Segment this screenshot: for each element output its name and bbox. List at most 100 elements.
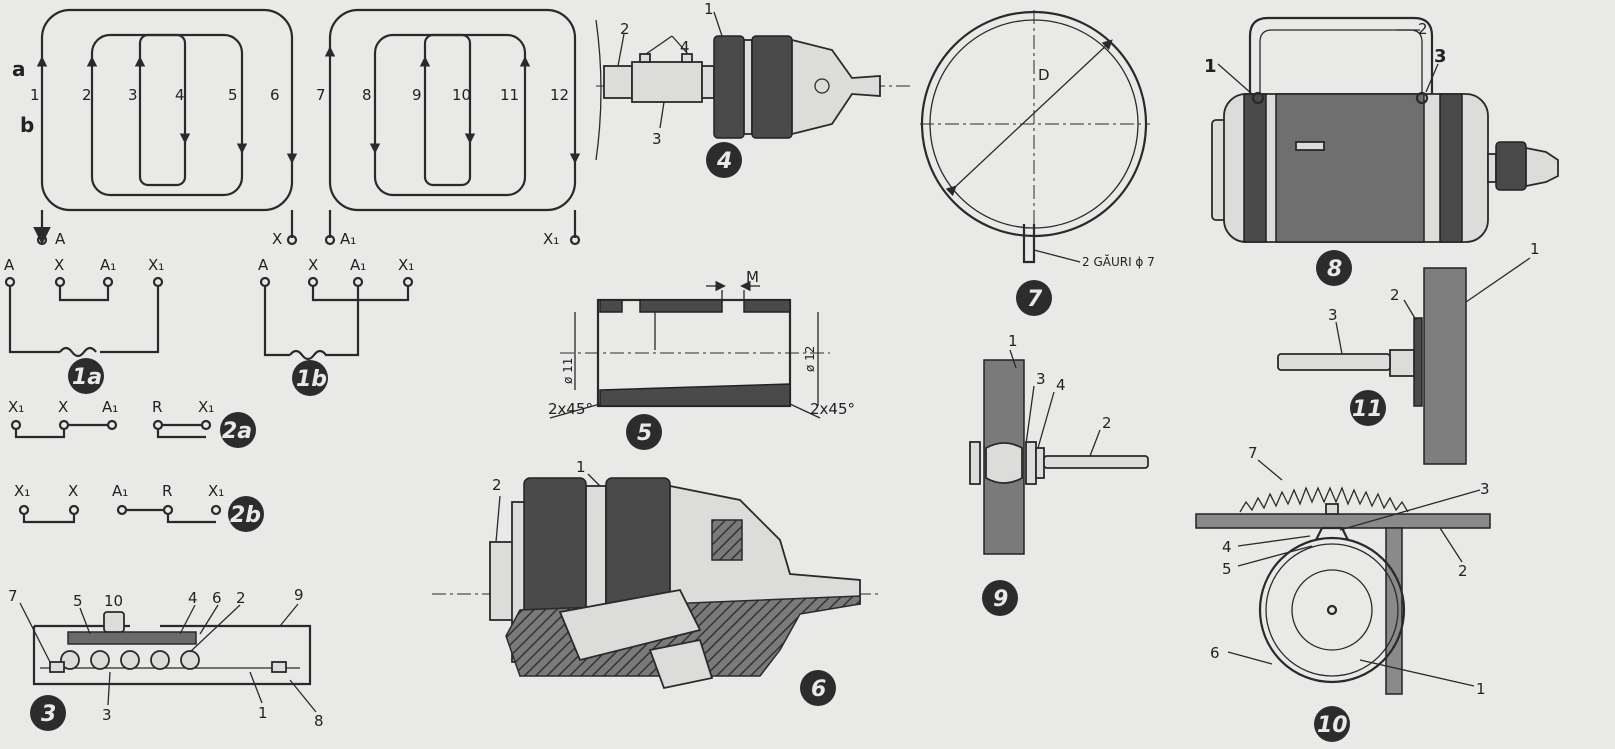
terminal-label-x: X — [54, 256, 64, 274]
figure-badge-7: 7 — [1016, 280, 1052, 316]
terminal-label-a: A — [55, 230, 66, 248]
arbor — [1043, 455, 1149, 469]
part-number: 3 — [1328, 306, 1338, 324]
part-number: 1 — [704, 0, 714, 18]
svg-text:10: 10 — [1317, 713, 1348, 738]
svg-text:2a: 2a — [222, 419, 252, 444]
coil-number: 12 — [550, 86, 569, 104]
terminal-label-a1: A₁ — [350, 256, 366, 274]
fig2a-terminal-scheme: X₁ X A₁ R X₁ 2a — [8, 398, 256, 448]
part-number: 1 — [1008, 332, 1018, 350]
figure-badge-9: 9 — [982, 580, 1018, 616]
part-number: 4 — [680, 38, 690, 56]
part-number: 1 — [576, 458, 586, 476]
terminal-label: X₁ — [8, 398, 24, 416]
coil-number: 5 — [228, 86, 238, 104]
coil-group-left-mid — [90, 33, 244, 197]
fig10-saw-table: 7 3 4 5 2 6 1 10 — [1195, 444, 1491, 742]
svg-text:6: 6 — [811, 677, 826, 702]
terminal-a — [36, 234, 48, 246]
terminal-a1 — [324, 234, 336, 246]
dimension-m: M — [746, 268, 759, 286]
terminal-label-x1: X₁ — [148, 256, 164, 274]
fig8-motor-assembly: 1 2 3 8 — [1204, 16, 1559, 286]
coil-group-left-inner — [138, 33, 187, 187]
part-number: 8 — [314, 712, 324, 730]
part-number: 7 — [8, 587, 18, 605]
terminal-label: A₁ — [102, 398, 118, 416]
terminal-label: X — [58, 398, 68, 416]
figure-badge-2b: 2b — [228, 496, 264, 532]
part-number: 10 — [104, 592, 123, 610]
figure-badge-10: 10 — [1314, 706, 1350, 742]
terminal-label: X — [68, 482, 78, 500]
coil-number: 9 — [412, 86, 422, 104]
handle — [1248, 16, 1434, 96]
part-number: 6 — [1210, 644, 1220, 662]
fig11-bracket-bolt: 1 2 3 11 — [1277, 240, 1540, 465]
box-body — [32, 624, 312, 686]
svg-text:7: 7 — [1027, 287, 1043, 312]
figure-badge-3: 3 — [30, 695, 66, 731]
terminal-label-a: A — [4, 256, 15, 274]
fig7-clamp-ring: D 2 GĂURI ϕ 7 7 — [920, 10, 1155, 316]
svg-text:3: 3 — [41, 702, 56, 727]
terminal-label: X₁ — [208, 482, 224, 500]
svg-text:9: 9 — [993, 587, 1008, 612]
motor-outer — [1258, 536, 1406, 684]
fig5-sleeve-section: M ø 11 ø 12 2x45° 2x45° 5 — [548, 268, 855, 450]
fig6-chuck-section: 2 1 6 — [432, 458, 880, 706]
terminal-label-x: X — [272, 230, 282, 248]
part-number: 1 — [258, 704, 268, 722]
dimension-d11: ø 11 — [561, 358, 575, 384]
part-number: 6 — [212, 589, 222, 607]
terminal-x — [286, 234, 298, 246]
coil-group-right-inner — [423, 33, 472, 187]
figure-badge-11: 11 — [1350, 390, 1386, 426]
table-top — [1195, 513, 1491, 529]
fig1-winding-diagram: a b 1 2 3 4 5 6 7 8 9 10 11 12 A X A₁ X₁ — [12, 8, 581, 248]
terminal-label-x1: X₁ — [398, 256, 414, 274]
terminal-label: A₁ — [112, 482, 128, 500]
part-number: 4 — [188, 589, 198, 607]
terminal-label-x: X — [308, 256, 318, 274]
part-number: 1 — [1476, 680, 1486, 698]
coil-number: 4 — [175, 86, 185, 104]
svg-text:1b: 1b — [296, 367, 327, 392]
coil-number: 8 — [362, 86, 372, 104]
fig1b-connection-scheme: A X A₁ X₁ 1b — [258, 256, 414, 396]
terminal-label-x1: X₁ — [543, 230, 559, 248]
coil-number: 6 — [270, 86, 280, 104]
svg-text:2b: 2b — [230, 503, 261, 528]
fig9-wheel-arbor: 1 3 4 2 9 — [969, 332, 1149, 616]
svg-text:8: 8 — [1327, 257, 1342, 282]
saw-blade-teeth — [1239, 486, 1409, 513]
fig1a-connection-scheme: A X A₁ X₁ 1a — [4, 256, 164, 394]
slider-bar — [67, 631, 197, 645]
figure-badge-5: 5 — [626, 414, 662, 450]
terminal-label-a1: A₁ — [100, 256, 116, 274]
terminal-label-a: A — [258, 256, 269, 274]
coil-number: 1 — [30, 86, 40, 104]
svg-text:11: 11 — [1352, 397, 1383, 422]
part-number: 5 — [1222, 560, 1232, 578]
fig4-chuck-assembly: 2 1 4 3 4 — [595, 0, 910, 178]
fig3-switch-box: 7 5 10 4 6 2 9 3 1 8 3 — [8, 586, 324, 731]
figure-badge-1b: 1b — [292, 360, 328, 396]
coil-number: 10 — [452, 86, 471, 104]
part-number: 3 — [1036, 370, 1046, 388]
part-number: 2 — [492, 476, 502, 494]
coil-group-right-mid — [373, 33, 527, 197]
coil-group-left-outer — [40, 8, 294, 212]
label-a: a — [12, 57, 26, 81]
terminal-label: R — [162, 482, 172, 500]
part-number: 2 — [236, 589, 246, 607]
part-number: 2 — [1418, 20, 1428, 38]
label-b: b — [20, 113, 34, 137]
terminal-label: R — [152, 398, 162, 416]
chamfer-right: 2x45° — [810, 400, 855, 418]
knob — [103, 611, 125, 633]
terminal-x1 — [569, 234, 581, 246]
chamfer-left: 2x45° — [548, 400, 593, 418]
